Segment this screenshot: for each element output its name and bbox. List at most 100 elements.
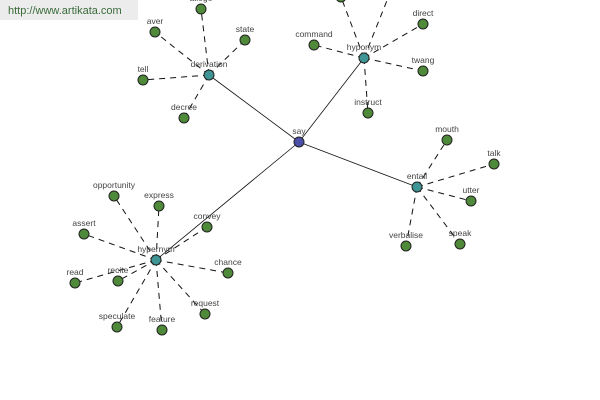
word-node-speculate-dot[interactable] [111, 321, 123, 333]
relation-node-hyponym-label: hyponym [347, 42, 382, 52]
word-node-read[interactable]: read [66, 267, 84, 289]
edge-hypernym [155, 141, 300, 261]
word-node-recite[interactable]: recite [108, 265, 129, 287]
word-node-aver-dot[interactable] [149, 26, 161, 38]
word-node-command-label: command [295, 29, 333, 39]
word-node-allege-dot[interactable] [195, 3, 207, 15]
word-node-recite-dot[interactable] [112, 275, 124, 287]
relation-node-entail-dot[interactable] [411, 181, 423, 193]
word-node-verbalise-dot[interactable] [400, 240, 412, 252]
word-node-tell-label: tell [138, 64, 149, 74]
word-node-aver-label: aver [147, 16, 164, 26]
word-node-assert-label: assert [72, 218, 96, 228]
word-node-chance[interactable]: chance [214, 257, 242, 279]
root-node-say[interactable]: say [292, 126, 306, 148]
word-node-mouth-dot[interactable] [441, 134, 453, 146]
word-node-tell-dot[interactable] [137, 74, 149, 86]
word-node-command-dot[interactable] [308, 39, 320, 51]
word-node-feature-dot[interactable] [156, 324, 168, 336]
word-node-opportunity-dot[interactable] [108, 190, 120, 202]
edge-hyponym-word [313, 44, 365, 59]
word-node-opportunity[interactable]: opportunity [93, 180, 136, 202]
word-node-state-dot[interactable] [239, 34, 251, 46]
word-node-speak-dot[interactable] [454, 238, 466, 250]
relation-node-hyponym[interactable]: hyponym [347, 42, 382, 64]
word-node-talk-dot[interactable] [488, 158, 500, 170]
word-node-read-dot[interactable] [69, 277, 81, 289]
word-node-state-label: state [236, 24, 255, 34]
word-node-convey[interactable]: convey [194, 211, 222, 233]
word-node-convey-dot[interactable] [201, 221, 213, 233]
watermark-link[interactable]: http://www.artikata.com [0, 0, 138, 20]
word-node-mouth[interactable]: mouth [435, 124, 459, 146]
word-node-request-dot[interactable] [199, 308, 211, 320]
word-node-mouth-label: mouth [435, 124, 459, 134]
word-node-direct[interactable]: direct [413, 8, 434, 30]
edge-derivation-word [154, 31, 210, 76]
word-node-allege[interactable]: allege [190, 0, 213, 15]
root-node-say-dot[interactable] [293, 136, 305, 148]
edge-hypernym-word [83, 233, 157, 261]
word-node-utter[interactable]: utter [462, 185, 480, 207]
word-node-direct-dot[interactable] [417, 18, 429, 30]
edge-hyponym [298, 57, 365, 143]
word-node-chance-dot[interactable] [222, 267, 234, 279]
word-node-recite-label: recite [108, 265, 129, 275]
word-node-twang[interactable]: twang [412, 55, 435, 77]
edge-hypernym-word [113, 195, 157, 261]
edge-entail [298, 141, 418, 188]
word-node-verbalise[interactable]: verbalise [389, 230, 423, 252]
word-node-instruct-dot[interactable] [362, 107, 374, 119]
word-node-request[interactable]: request [191, 298, 220, 320]
word-node-verbalise-label: verbalise [389, 230, 423, 240]
word-node-state[interactable]: state [236, 24, 255, 46]
word-node-speculate[interactable]: speculate [99, 311, 136, 333]
word-node-unlabeled-dot[interactable] [336, 0, 346, 3]
word-node-tell[interactable]: tell [137, 64, 149, 86]
edge-derivation-word [142, 74, 210, 81]
relation-node-derivation[interactable]: derivation [191, 59, 228, 81]
edge-hypernym-word [155, 205, 160, 261]
word-node-request-label: request [191, 298, 220, 308]
relation-node-hypernym-dot[interactable] [150, 254, 162, 266]
word-node-express-dot[interactable] [153, 200, 165, 212]
relation-node-entail-label: entail [407, 171, 427, 181]
edge-hypernym-word [155, 259, 163, 331]
word-node-instruct[interactable]: instruct [354, 97, 382, 119]
word-node-decree[interactable]: decree [171, 102, 197, 124]
edge-hypernym-word [155, 259, 206, 315]
relation-node-derivation-dot[interactable] [203, 69, 215, 81]
word-node-assert[interactable]: assert [72, 218, 96, 240]
word-node-feature[interactable]: feature [149, 314, 176, 336]
edge-hyponym-word [363, 57, 369, 114]
word-node-opportunity-label: opportunity [93, 180, 136, 190]
relation-node-hypernym[interactable]: hypernym [137, 244, 175, 266]
word-node-command[interactable]: command [295, 29, 333, 51]
word-node-decree-dot[interactable] [178, 112, 190, 124]
edge-derivation-word [183, 74, 210, 119]
relation-node-entail[interactable]: entail [407, 171, 427, 193]
word-node-talk[interactable]: talk [487, 148, 501, 170]
word-node-twang-dot[interactable] [417, 65, 429, 77]
word-node-feature-label: feature [149, 314, 176, 324]
edge-entail-word [416, 186, 461, 245]
word-node-speak[interactable]: speak [449, 228, 472, 250]
relation-node-hyponym-dot[interactable] [358, 52, 370, 64]
edge-entail-word [416, 163, 495, 188]
word-node-utter-dot[interactable] [465, 195, 477, 207]
edge-derivation-word [200, 8, 210, 76]
edge-hypernym-word [117, 259, 157, 282]
word-node-convey-label: convey [194, 211, 222, 221]
word-node-express[interactable]: express [144, 190, 174, 212]
edge-derivation-word [208, 39, 246, 76]
word-node-aver[interactable]: aver [147, 16, 164, 38]
word-node-unlabeled[interactable] [336, 0, 346, 3]
word-node-instruct-label: instruct [354, 97, 382, 107]
word-node-assert-dot[interactable] [78, 228, 90, 240]
word-node-speculate-label: speculate [99, 311, 136, 321]
word-node-chance-label: chance [214, 257, 242, 267]
word-node-direct-label: direct [413, 8, 434, 18]
word-node-twang-label: twang [412, 55, 435, 65]
edge-hypernym-word [74, 259, 157, 284]
word-node-allege-label: allege [190, 0, 213, 3]
